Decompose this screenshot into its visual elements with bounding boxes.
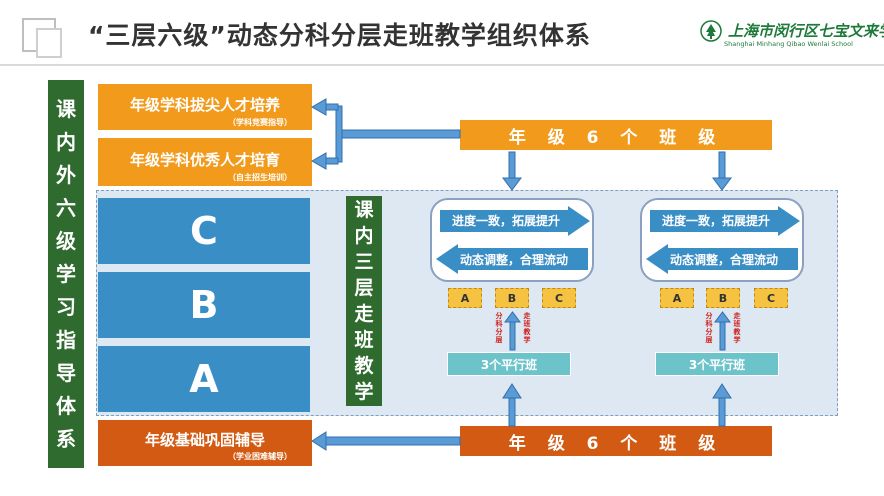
mid-bar-char: 内 xyxy=(354,225,374,247)
note-walk-class-1: 走班教学 xyxy=(523,312,531,344)
arrow-right-1 xyxy=(440,206,590,236)
arrow-left-label-1: 动态调整，合理流动 xyxy=(460,253,569,267)
small-level-b-2: B xyxy=(706,288,740,308)
note-subject-layer-2: 分科分层 xyxy=(705,312,713,344)
left-bar-char: 学 xyxy=(56,261,76,286)
left-bar-char: 导 xyxy=(56,360,76,385)
bottom-box-label: 年级基础巩固辅导 xyxy=(144,431,265,449)
school-name-en: Shanghai Minhang Qibao Wenlai School xyxy=(724,40,853,48)
top-box-excellent-label: 年级学科优秀人才培育 xyxy=(129,151,280,169)
top-box-elite-sub: （学科竞赛指导） xyxy=(228,118,292,127)
down-arrows-top xyxy=(502,151,732,191)
bracket-arrow-to-top-boxes xyxy=(310,98,461,170)
left-bar-char: 外 xyxy=(56,162,76,187)
note-subject-layer-1: 分科分层 xyxy=(495,312,503,344)
mid-bar-char: 三 xyxy=(354,251,374,273)
mid-bar-char: 学 xyxy=(354,381,374,403)
top-box-excellent: 年级学科优秀人才培育 （自主招生培训） xyxy=(98,138,312,186)
mid-bar-char: 课 xyxy=(354,199,374,221)
arrow-left-2 xyxy=(646,244,798,274)
mid-bar-char: 层 xyxy=(354,277,374,299)
small-level-a-2: A xyxy=(660,288,694,308)
mid-bar-char: 教 xyxy=(354,355,374,377)
small-level-c-1: C xyxy=(542,288,576,308)
left-bar-char: 内 xyxy=(56,129,76,154)
left-bar-char: 体 xyxy=(56,393,76,418)
grade-bar-top: 年 级 6 个 班 级 xyxy=(460,120,772,150)
left-bar-char: 课 xyxy=(56,96,76,121)
level-b-bar: B xyxy=(98,272,310,338)
arrow-right-label-2: 进度一致，拓展提升 xyxy=(662,214,771,228)
level-a-bar: A xyxy=(98,346,310,412)
arrow-to-bottom-box xyxy=(311,431,461,451)
small-level-b-1: B xyxy=(495,288,529,308)
arrow-left-1 xyxy=(436,244,588,274)
school-tree-icon xyxy=(700,20,722,42)
note-walk-class-2: 走班教学 xyxy=(733,312,741,344)
arrow-left-label-2: 动态调整，合理流动 xyxy=(670,253,779,267)
arrow-right-label-1: 进度一致，拓展提升 xyxy=(452,214,561,228)
header-logo-square-inner xyxy=(36,28,62,58)
mid-vertical-title: 课 内 三 层 走 班 教 学 xyxy=(346,196,382,406)
parallel-class-box-1: 3个平行班 xyxy=(447,352,571,376)
school-name-cn: 上海市闵行区七宝文来学校 xyxy=(728,22,884,40)
mid-bar-char: 走 xyxy=(354,303,374,325)
grade-bar-bottom: 年 级 6 个 班 级 xyxy=(460,426,772,456)
level-c-bar: C xyxy=(98,198,310,264)
left-bar-char: 级 xyxy=(56,228,76,253)
bottom-box-foundation: 年级基础巩固辅导 （学业困难辅导） xyxy=(98,420,312,466)
top-box-elite-label: 年级学科拔尖人才培养 xyxy=(129,96,280,114)
mid-bar-char: 班 xyxy=(354,329,374,351)
top-box-excellent-sub: （自主招生培训） xyxy=(228,173,292,182)
left-bar-char: 指 xyxy=(56,327,76,352)
left-vertical-title: 课 内 外 六 级 学 习 指 导 体 系 xyxy=(48,80,84,468)
arrow-right-2 xyxy=(650,206,800,236)
header-divider xyxy=(0,64,884,66)
top-box-elite: 年级学科拔尖人才培养 （学科竞赛指导） xyxy=(98,84,312,130)
small-level-a-1: A xyxy=(448,288,482,308)
left-bar-char: 系 xyxy=(56,426,76,451)
left-bar-char: 六 xyxy=(56,195,76,220)
page-title: “三层六级”动态分科分层走班教学组织体系 xyxy=(88,21,591,50)
parallel-class-box-2: 3个平行班 xyxy=(655,352,779,376)
up-arrows-inner xyxy=(504,311,731,351)
left-bar-char: 习 xyxy=(56,294,76,319)
bottom-box-sub: （学业困难辅导） xyxy=(228,452,292,461)
up-arrows-bottom xyxy=(502,383,732,427)
small-level-c-2: C xyxy=(754,288,788,308)
